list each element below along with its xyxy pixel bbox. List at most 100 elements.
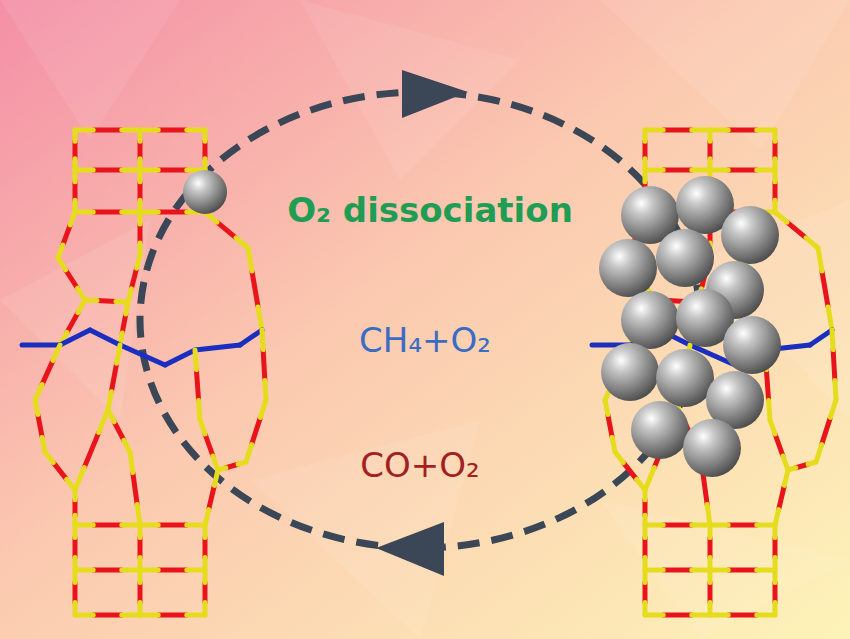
bond <box>262 330 263 350</box>
bond <box>60 330 90 345</box>
metal-atom <box>599 239 657 297</box>
bond <box>708 570 713 583</box>
bond <box>692 168 710 173</box>
bond <box>138 570 143 583</box>
bond <box>122 210 140 215</box>
bond <box>757 523 775 528</box>
bond <box>710 168 728 173</box>
bond <box>73 130 78 141</box>
bond <box>203 141 208 159</box>
bond <box>73 141 78 159</box>
bond <box>158 568 187 573</box>
bond <box>773 130 778 141</box>
bond <box>99 410 108 432</box>
bond <box>35 400 38 415</box>
bond <box>728 168 757 173</box>
bond <box>73 583 78 603</box>
bond <box>835 380 836 400</box>
bond <box>645 523 663 528</box>
bond <box>205 510 209 525</box>
cycle-arrowhead <box>376 522 444 576</box>
metal-atom <box>183 170 227 214</box>
bond <box>42 360 53 384</box>
bond <box>209 485 215 509</box>
bond <box>645 613 663 618</box>
bond <box>187 128 205 133</box>
bond <box>773 538 778 558</box>
metal-atom <box>723 316 781 374</box>
bond <box>708 583 713 603</box>
bond <box>663 568 692 573</box>
bond <box>203 130 208 141</box>
bond <box>708 538 713 558</box>
bond <box>131 268 136 289</box>
bond <box>757 568 775 573</box>
bond <box>122 568 140 573</box>
bond <box>217 222 236 238</box>
bond <box>35 385 42 400</box>
cycle-arc <box>140 92 700 548</box>
bond <box>114 422 124 440</box>
bond <box>126 302 128 314</box>
bond <box>78 300 85 313</box>
bond <box>120 345 165 365</box>
metal-atom <box>601 343 659 401</box>
bond <box>808 462 816 464</box>
bond <box>766 370 768 401</box>
bond <box>218 468 226 470</box>
reaction-label: O₂ dissociation <box>287 190 573 231</box>
bond <box>246 445 252 462</box>
bond <box>757 613 775 618</box>
bond <box>187 613 205 618</box>
bond <box>663 168 692 173</box>
bond <box>788 468 796 470</box>
bond <box>195 350 196 370</box>
bond <box>818 248 822 271</box>
bond <box>773 570 778 583</box>
bond <box>779 485 785 509</box>
bond <box>770 420 775 434</box>
bond <box>203 602 208 615</box>
bond <box>710 613 728 618</box>
bond <box>710 568 728 573</box>
bond <box>53 463 66 480</box>
bond <box>645 128 663 133</box>
bond <box>200 420 205 434</box>
bond <box>73 538 78 558</box>
bond <box>75 568 93 573</box>
bond <box>140 523 158 528</box>
bond <box>258 307 262 330</box>
bond <box>615 452 623 463</box>
bond <box>58 258 66 270</box>
bond <box>75 168 93 173</box>
bond <box>203 570 208 583</box>
bond <box>663 613 692 618</box>
metal-atom <box>721 206 779 264</box>
bond <box>645 468 654 490</box>
bond <box>205 434 213 456</box>
bond <box>260 400 266 417</box>
bond <box>137 505 140 525</box>
bond <box>67 313 78 333</box>
zeolite-framework <box>22 130 266 615</box>
bond <box>773 182 778 200</box>
bond <box>822 417 831 444</box>
bond <box>728 613 757 618</box>
bond <box>643 141 648 159</box>
bond <box>773 602 778 615</box>
bond <box>97 298 116 304</box>
bond <box>692 613 710 618</box>
bond <box>773 141 778 159</box>
bond <box>138 130 143 141</box>
bond <box>138 182 143 200</box>
bond <box>238 462 246 464</box>
bond <box>643 515 648 525</box>
bond <box>643 130 648 141</box>
bond <box>240 330 262 345</box>
bond <box>22 343 60 348</box>
bond <box>728 523 757 528</box>
metal-cluster <box>599 176 781 477</box>
